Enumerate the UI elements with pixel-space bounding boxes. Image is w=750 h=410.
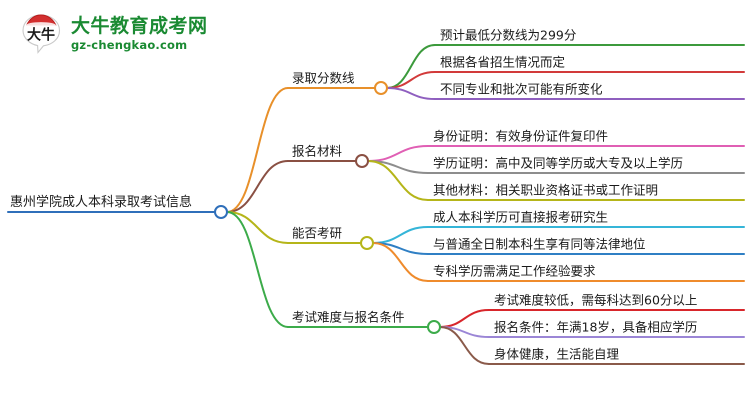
root-node-label: 惠州学院成人本科录取考试信息 bbox=[10, 195, 193, 210]
branch-node-4[interactable] bbox=[427, 320, 441, 334]
leaf-label-1-1: 预计最低分数线为299分 bbox=[440, 27, 577, 43]
leaf-label-4-2: 报名条件：年满18岁，具备相应学历 bbox=[494, 319, 698, 335]
leaf-label-4-3: 身体健康，生活能自理 bbox=[494, 346, 620, 362]
branch-label-4: 考试难度与报名条件 bbox=[292, 309, 405, 325]
leaf-label-4-1: 考试难度较低，需每科达到60分以上 bbox=[494, 292, 698, 308]
branch-label-1: 录取分数线 bbox=[292, 70, 355, 86]
leaf-label-3-2: 与普通全日制本科生享有同等法律地位 bbox=[433, 236, 646, 252]
site-logo: 大牛 大牛教育成考网 gz-chengkao.com bbox=[18, 12, 208, 56]
leaf-label-3-3: 专科学历需满足工作经验要求 bbox=[433, 263, 596, 279]
leaf-label-3-1: 成人本科学历可直接报考研究生 bbox=[433, 209, 609, 225]
leaf-label-2-2: 学历证明：高中及同等学历或大专及以上学历 bbox=[433, 155, 684, 171]
leaf-label-1-3: 不同专业和批次可能有所变化 bbox=[440, 81, 603, 97]
logo-title: 大牛教育成考网 bbox=[71, 14, 208, 37]
daniu-bull-logo-icon: 大牛 bbox=[18, 12, 64, 56]
branch-label-3: 能否考研 bbox=[292, 225, 343, 241]
branch-node-1[interactable] bbox=[374, 81, 388, 95]
logo-url: gz-chengkao.com bbox=[71, 37, 188, 52]
svg-text:大牛: 大牛 bbox=[27, 27, 55, 44]
root-node[interactable] bbox=[214, 205, 228, 219]
branch-label-2: 报名材料 bbox=[292, 143, 343, 159]
branch-node-2[interactable] bbox=[355, 154, 369, 168]
branch-node-3[interactable] bbox=[360, 236, 374, 250]
leaf-label-1-2: 根据各省招生情况而定 bbox=[440, 54, 566, 70]
leaf-label-2-3: 其他材料：相关职业资格证书或工作证明 bbox=[433, 182, 659, 198]
logo-text-block: 大牛教育成考网 gz-chengkao.com bbox=[71, 14, 208, 52]
leaf-label-2-1: 身份证明：有效身份证件复印件 bbox=[433, 128, 609, 144]
